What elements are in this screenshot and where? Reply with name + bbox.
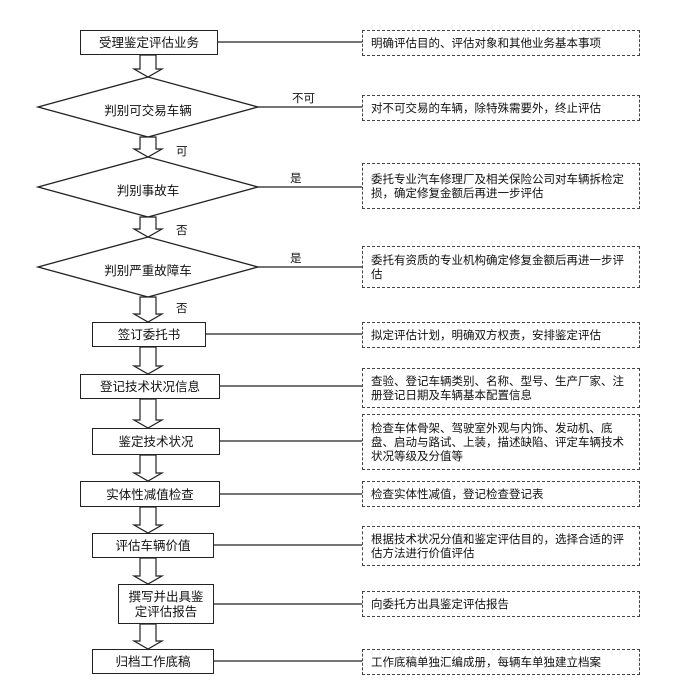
edge-label-accident-yes: 是 xyxy=(290,171,302,185)
decision-tradable-label: 判别可交易车辆 xyxy=(104,103,192,118)
step-sign-box: 签订委托书 xyxy=(92,322,206,347)
note-tradable: 对不可交易的车辆，除特殊需要外，终止评估 xyxy=(362,95,640,121)
note-register: 查验、登记车辆类别、名称、型号、生产厂家、注册登记日期及车辆基本配置信息 xyxy=(362,368,640,408)
note-accident: 委托专业汽车修理厂及相关保险公司对车辆拆检定损，确定修复金额后再进一步评估 xyxy=(362,163,640,209)
flow-arrow-sign-to-register xyxy=(131,346,165,375)
decision-accident-label: 判别事故车 xyxy=(116,183,180,198)
flow-arrow-depreciation-to-valuate xyxy=(131,506,165,534)
decision-fault-label: 判别严重故障车 xyxy=(104,263,192,278)
flow-arrow-tradable-to-accident xyxy=(131,136,165,158)
note-report: 向委托方出具鉴定评估报告 xyxy=(362,591,640,617)
flow-arrow-appraise-to-depreciation xyxy=(131,454,165,482)
step-archive-box: 归档工作底稿 xyxy=(92,649,214,674)
note-archive: 工作底稿单独汇编成册，每辆车单独建立档案 xyxy=(362,649,640,675)
step-report-box: 撰写并出具鉴定评估报告 xyxy=(118,584,214,624)
edge-label-fault-no: 否 xyxy=(176,301,188,315)
flow-arrow-register-to-appraise xyxy=(131,398,165,429)
edge-label-tradable: 可 xyxy=(176,144,188,158)
decision-diamond-accident xyxy=(35,156,261,218)
flow-arrow-accept-to-tradable xyxy=(131,54,165,78)
flow-arrow-accident-to-fault xyxy=(131,216,165,238)
decision-diamond-tradable xyxy=(35,76,261,138)
edge-label-accident-no: 否 xyxy=(176,223,188,237)
note-sign: 拟定评估计划，明确双方权责，安排鉴定评估 xyxy=(362,322,640,348)
note-accept: 明确评估目的、评估对象和其他业务基本事项 xyxy=(362,30,640,56)
note-valuate: 根据技术状况分值和鉴定评估目的，选择合适的评估方法进行价值评估 xyxy=(362,526,640,566)
edge-label-fault-yes: 是 xyxy=(290,251,302,265)
step-depreciation-box: 实体性减值检查 xyxy=(80,481,220,507)
flow-arrow-valuate-to-report xyxy=(131,557,165,585)
flow-arrow-fault-to-sign xyxy=(131,296,165,323)
note-appraise: 检查车体骨架、驾驶室外观与内饰、发动机、底盘、启动与路试、上装，描述缺陷、评定车… xyxy=(362,414,640,470)
step-appraise-box: 鉴定技术状况 xyxy=(92,428,220,455)
edge-label-not-tradable: 不可 xyxy=(292,91,315,105)
note-depreciation: 检查实体性减值，登记检查登记表 xyxy=(362,481,640,507)
flow-arrow-report-to-archive xyxy=(131,623,165,650)
step-register-box: 登记技术状况信息 xyxy=(80,374,220,399)
decision-diamond-fault xyxy=(35,236,261,298)
note-fault: 委托有资质的专业机构确定修复金额后再进一步评估 xyxy=(362,246,640,288)
step-valuate-box: 评估车辆价值 xyxy=(92,533,214,558)
step-accept-box: 受理鉴定评估业务 xyxy=(80,30,218,55)
